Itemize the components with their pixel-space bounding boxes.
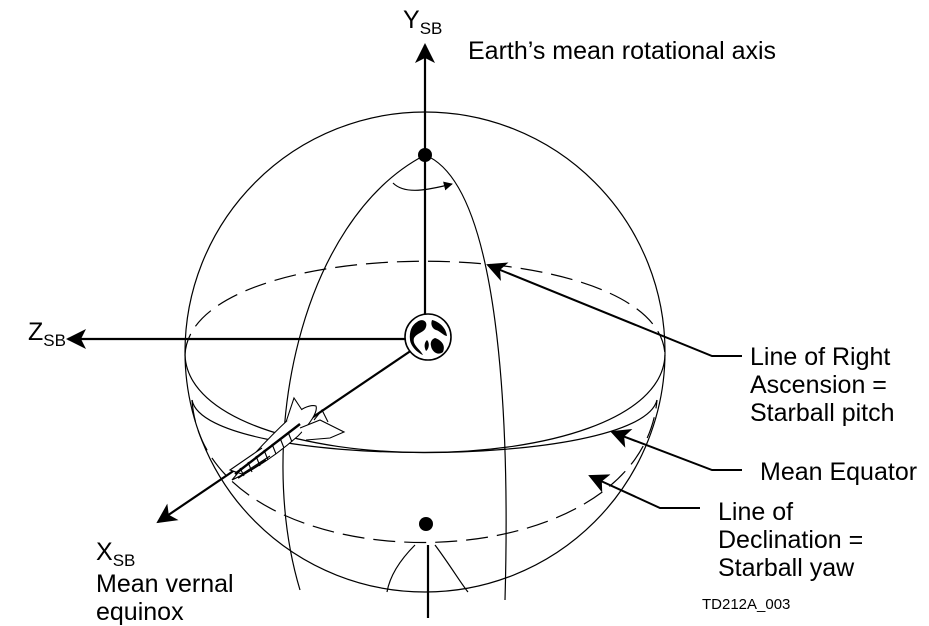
right-ascension-meridian <box>424 154 507 601</box>
lower-meridian-arc-right <box>434 544 469 593</box>
earth-axis-label: Earth’s mean rotational axis <box>468 37 777 65</box>
lower-meridian-arc-left <box>386 544 416 593</box>
space-shuttle-icon <box>228 396 346 481</box>
figure-id: TD212A_003 <box>702 596 791 613</box>
mean-equator-back <box>184 260 666 356</box>
mean-equator-label: Mean Equator <box>760 458 918 486</box>
mean-equator-leader <box>610 429 742 471</box>
declination-leader <box>588 474 700 509</box>
earth-icon <box>404 313 452 361</box>
z-axis-label: ZSB <box>28 318 66 350</box>
south-pole-point <box>419 517 433 531</box>
right-ascension-label: Line of Right Ascension = Starball pitch <box>750 343 895 427</box>
declination-label: Line of Declination = Starball yaw <box>718 498 864 582</box>
mean-equator-front <box>184 354 666 454</box>
declination-circle-lower <box>191 399 658 543</box>
y-axis-label: YSB <box>403 6 443 38</box>
right-ascension-leader <box>486 262 742 357</box>
north-pole-point <box>418 148 432 162</box>
x-axis-label: XSB Mean vernal equinox <box>96 538 234 626</box>
right-ascension-angle-arc <box>392 181 453 191</box>
meridian-west <box>282 154 426 591</box>
declination-circle-upper <box>191 399 658 454</box>
